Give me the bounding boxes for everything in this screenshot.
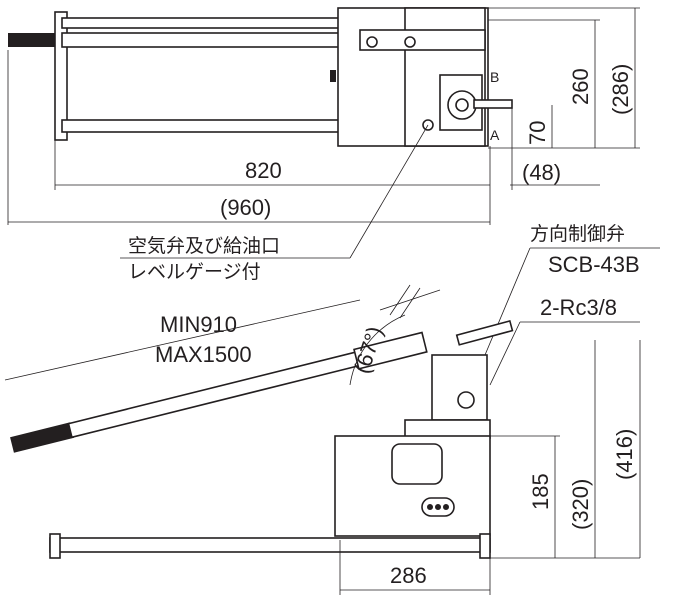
valve-lever-side	[455, 319, 514, 346]
knob-center	[455, 98, 469, 112]
port-a-label: A	[490, 127, 500, 143]
direction-valve-label: 方向制御弁	[530, 223, 625, 245]
dim-body-height: (320)	[568, 479, 593, 530]
level-gauge-label: レベルゲージ付	[128, 261, 261, 283]
dim-height: 260	[568, 68, 593, 105]
lever-mount	[359, 29, 486, 51]
valve-lever	[473, 99, 513, 109]
air-valve-label: 空気弁及び給油口	[128, 235, 280, 257]
handle-grip	[8, 33, 60, 47]
handle-min: MIN910	[160, 312, 237, 337]
direction-valve-model: SCB-43B	[548, 252, 640, 277]
handle-grip-side	[10, 422, 75, 453]
gauge	[330, 70, 336, 82]
dim-length: 820	[245, 158, 282, 183]
top-view: B A 820 (960) (48) 260 (286) 70	[7, 7, 640, 225]
port-b-label: B	[490, 69, 499, 85]
side-view: (67°) MIN910 MAX1500 185 (320) (416) 286	[4, 284, 641, 595]
dim-port: 70	[525, 121, 550, 145]
base-bar	[49, 537, 491, 553]
handle-socket	[353, 331, 428, 370]
valve-port	[457, 391, 475, 409]
carry-handle	[391, 443, 443, 485]
handle-max: MAX1500	[155, 342, 252, 367]
pin	[366, 36, 378, 48]
port-thread-label: 2-Rc3/8	[540, 295, 617, 320]
dim-height-max: (286)	[608, 64, 633, 115]
base-end	[49, 533, 61, 559]
dim-length-max: (960)	[220, 195, 271, 220]
dim-width: 286	[390, 563, 427, 588]
frame-bar-top	[61, 17, 341, 29]
frame-bar-bottom	[61, 119, 341, 133]
valve-assembly	[431, 354, 488, 421]
base-end	[479, 533, 491, 559]
dim-total-height: (416)	[612, 429, 637, 480]
dim-offset: (48)	[522, 160, 561, 185]
pin	[404, 36, 416, 48]
dim-tank-height: 185	[528, 473, 553, 510]
